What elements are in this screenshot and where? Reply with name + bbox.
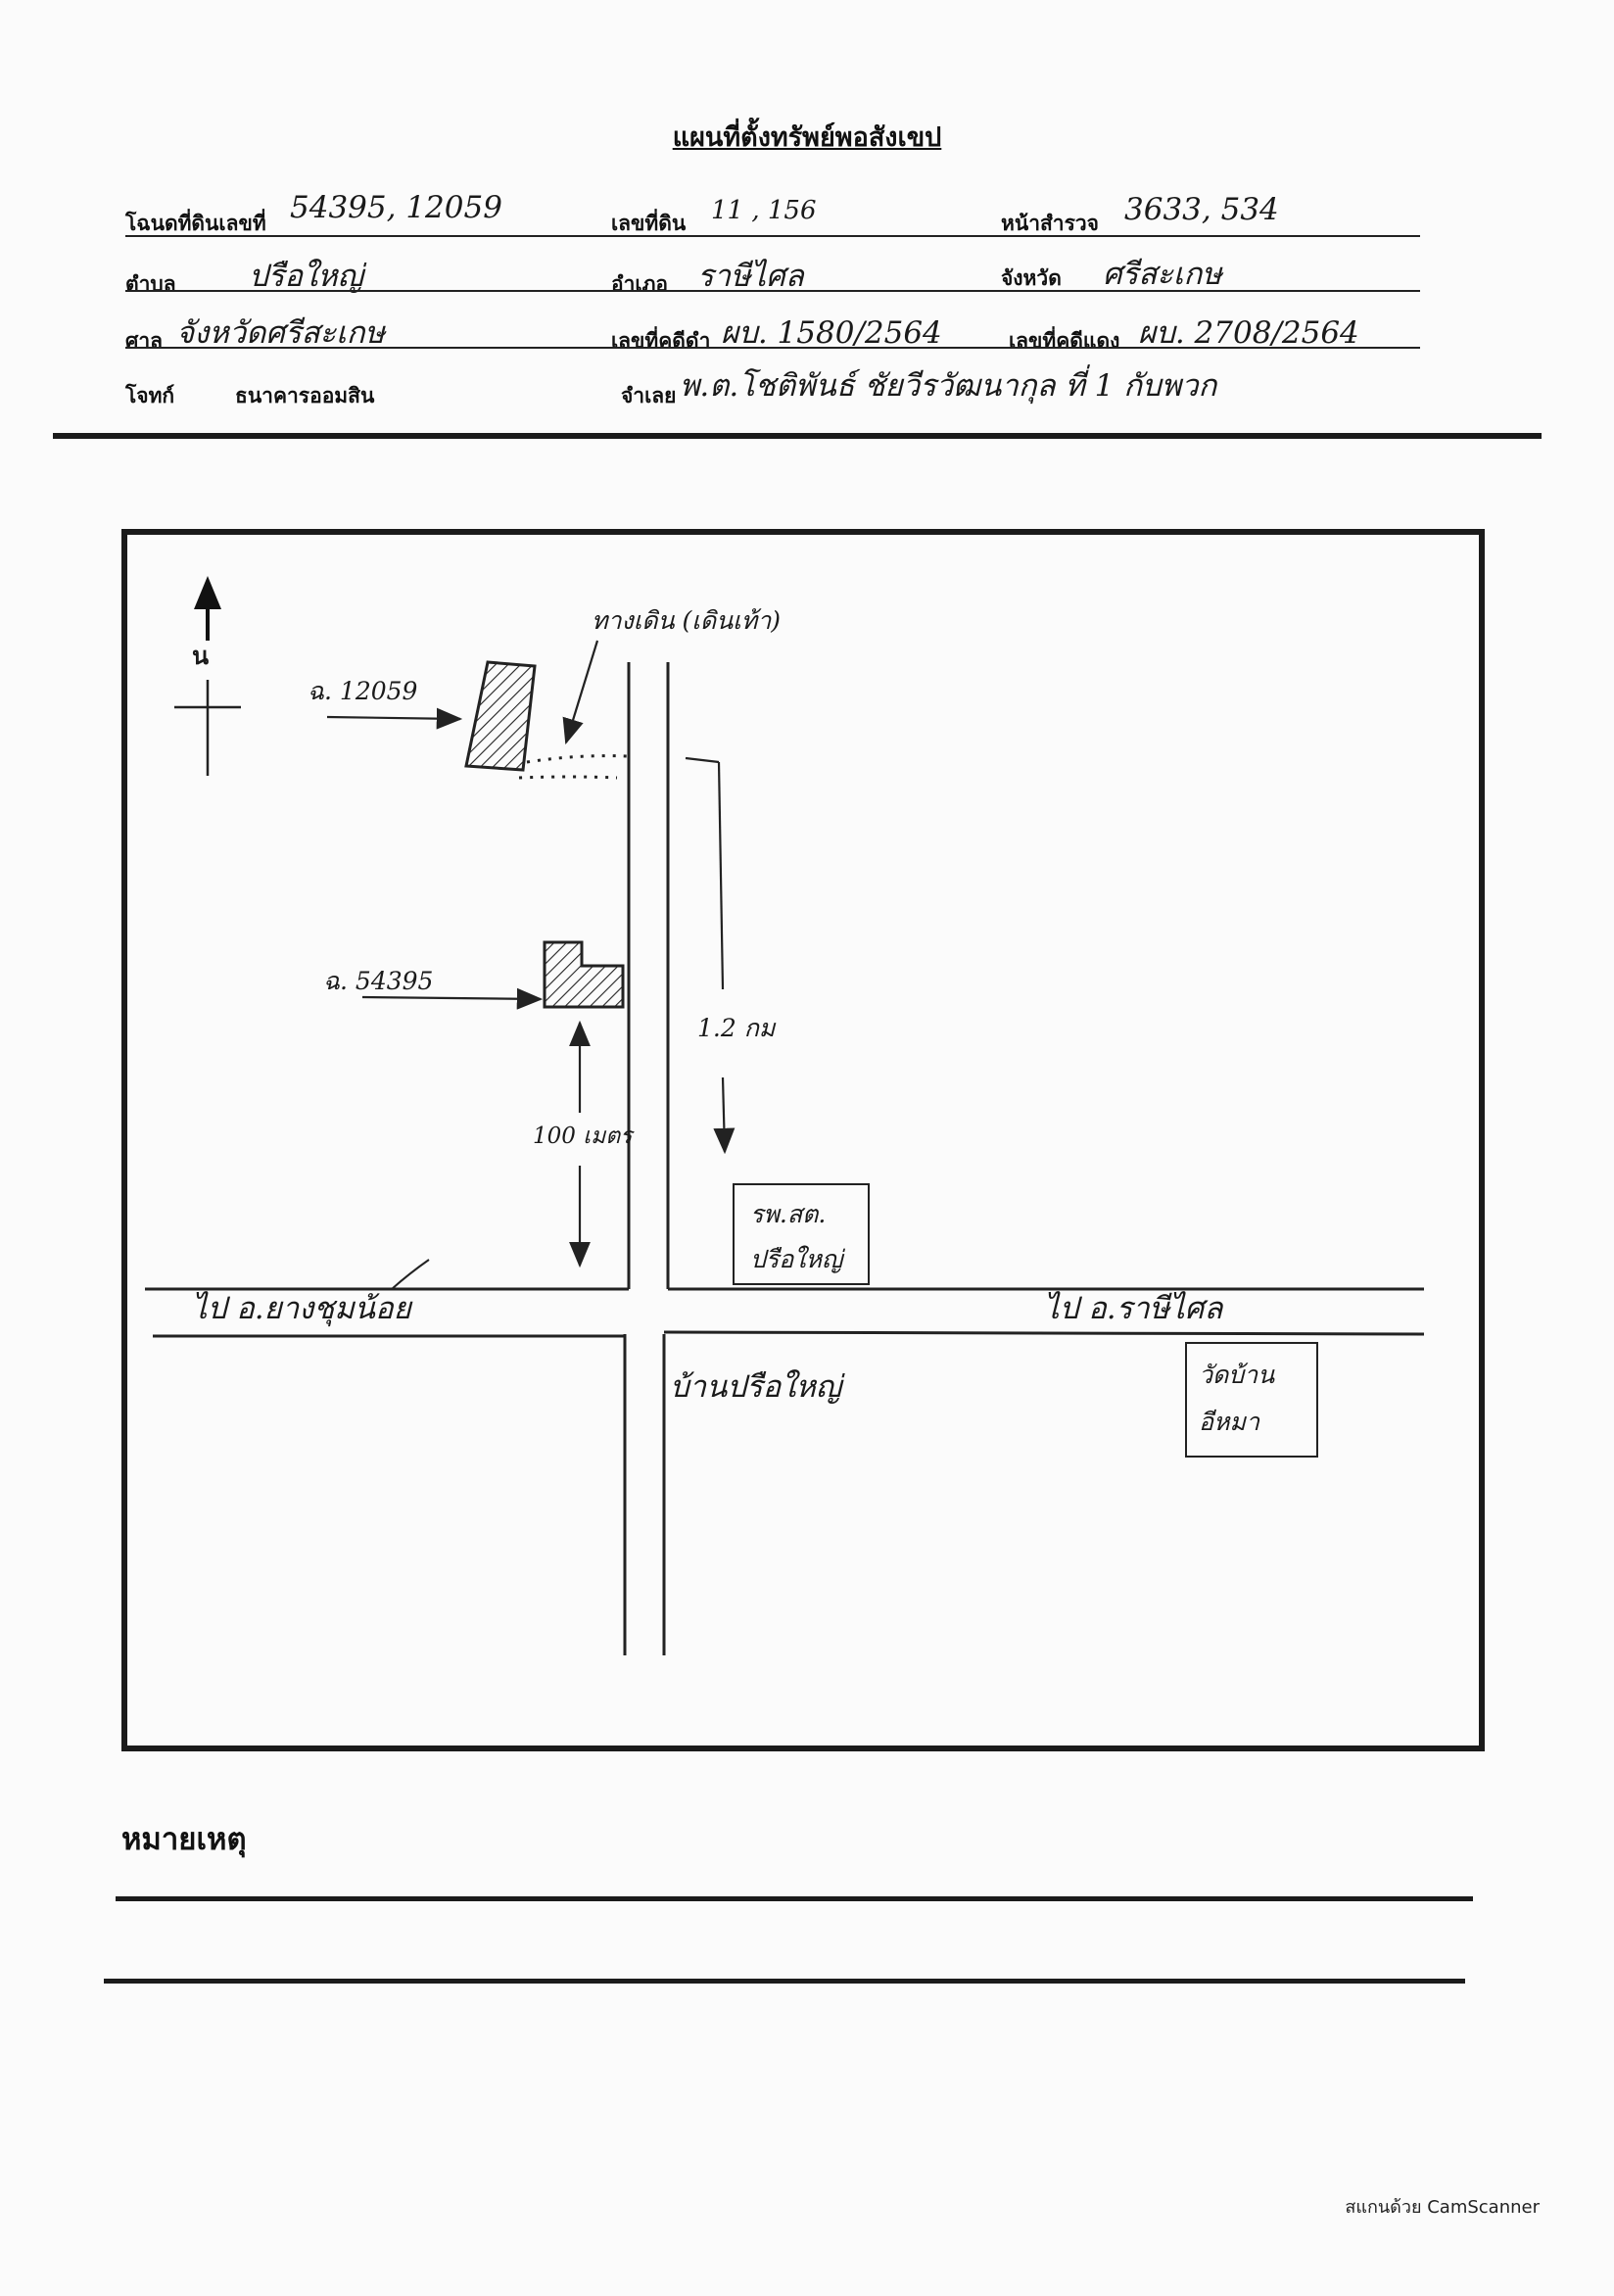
parcel-54395-label: ฉ. 54395: [323, 967, 434, 995]
scanner-footer: สแกนด้วย CamScanner: [1345, 2197, 1540, 2218]
road-right-label: ไป อ.ราษีไศล: [1044, 1291, 1223, 1326]
deed-value: 54395, 12059: [290, 190, 502, 225]
subdistrict-value: ปรือใหญ่: [249, 259, 363, 294]
horizontal-road: [145, 1259, 1425, 1338]
temple-box: วัดบ้าน อีหมา: [1185, 1342, 1318, 1458]
footpath: [518, 640, 628, 780]
land-no-value: 11 , 156: [711, 196, 817, 225]
road-left-label: ไป อ.ยางชุมน้อย: [192, 1291, 411, 1326]
parcel-12059-label: ฉ. 12059: [308, 677, 418, 705]
subdistrict-label: ตำบล: [125, 272, 176, 296]
province-label: จังหวัด: [1001, 266, 1062, 290]
village-label: บ้านปรือใหญ่: [670, 1369, 842, 1405]
temple-label-1: วัดบ้าน: [1199, 1361, 1275, 1389]
remark-line-2: [104, 1979, 1465, 1984]
survey-page-value: 3633, 534: [1124, 192, 1279, 227]
red-case-label: เลขที่คดีแดง: [1009, 329, 1120, 353]
remark-label: หมายเหตุ: [121, 1822, 247, 1857]
distance-long-arrow: [685, 756, 736, 1155]
court-label: ศาล: [125, 329, 163, 353]
defendant-label: จำเลย: [621, 384, 677, 407]
map-frame: [121, 529, 1485, 1751]
red-case-value: ผบ. 2708/2564: [1138, 315, 1359, 351]
province-value: ศรีสะเกษ: [1103, 257, 1222, 292]
distance-long-label: 1.2 กม: [697, 1014, 776, 1042]
header-underline-2: [125, 290, 1420, 292]
hospital-box: รพ.สต. ปรือใหญ่: [733, 1183, 870, 1285]
black-case-value: ผบ. 1580/2564: [721, 315, 942, 351]
district-value: ราษีไศล: [697, 259, 804, 294]
black-case-label: เลขที่คดีดำ: [611, 329, 711, 353]
deed-label: โฉนดที่ดินเลขที่: [125, 212, 266, 235]
land-no-label: เลขที่ดิน: [611, 212, 687, 235]
hospital-label-1: รพ.สต.: [750, 1200, 827, 1228]
header-underline-3: [125, 347, 1420, 349]
north-arrow-icon: [174, 576, 241, 776]
plaintiff-label: โจทก์: [125, 384, 175, 407]
header-separator: [53, 433, 1542, 439]
survey-page-label: หน้าสำรวจ: [1001, 212, 1099, 235]
footpath-label: ทางเดิน (เดินเท้า): [592, 606, 781, 635]
defendant-value: พ.ต.โชติพันธ์ ชัยวีรวัฒนากุล ที่ 1 กับพว…: [680, 368, 1217, 404]
vertical-road: [623, 662, 670, 1655]
district-label: อำเภอ: [611, 272, 669, 296]
court-value: จังหวัดศรีสะเกษ: [176, 315, 385, 351]
header-underline-1: [125, 235, 1420, 237]
parcel-12059: [464, 660, 537, 772]
plaintiff-value: ธนาคารออมสิน: [235, 384, 375, 407]
remark-line-1: [116, 1896, 1473, 1901]
hospital-label-2: ปรือใหญ่: [750, 1245, 843, 1273]
document-title: แผนที่ตั้งทรัพย์พอสังเขป: [672, 122, 942, 153]
temple-label-2: อีหมา: [1199, 1408, 1260, 1436]
north-label: น: [192, 642, 210, 670]
parcel-54395: [543, 940, 625, 1009]
distance-short-label: 100 เมตร: [533, 1124, 633, 1149]
